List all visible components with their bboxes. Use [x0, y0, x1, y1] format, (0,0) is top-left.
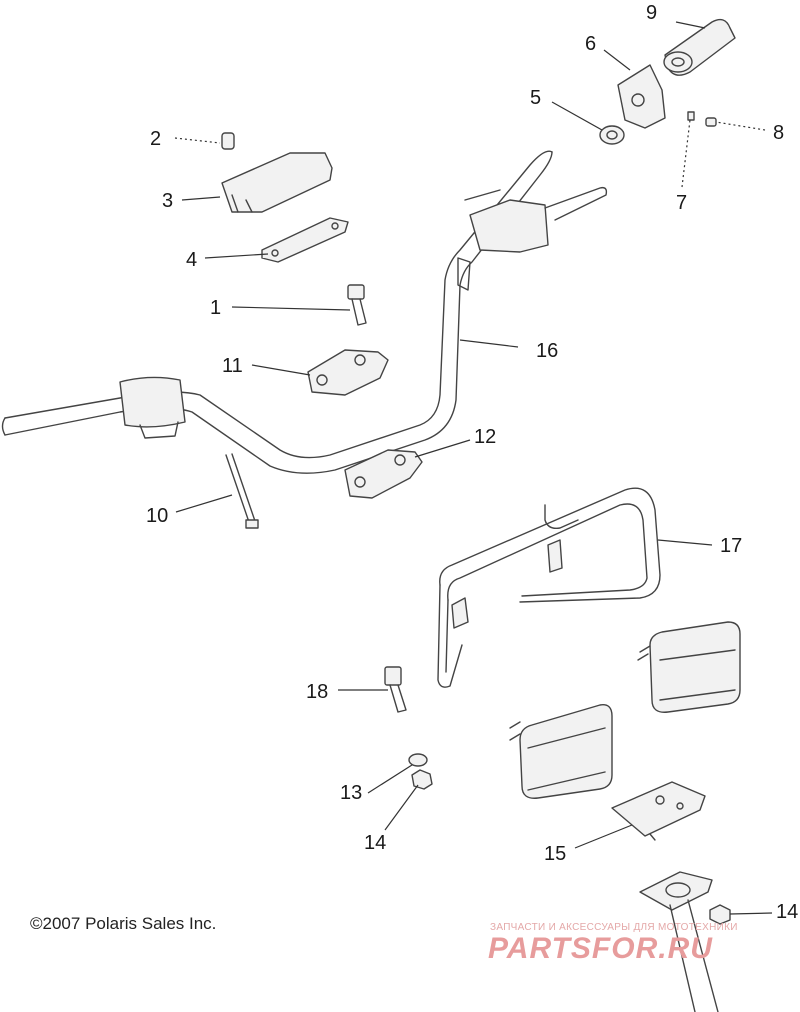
nut-part-14-lower: [709, 904, 731, 925]
nut-part-8: [705, 117, 717, 127]
washer-part-5: [599, 125, 625, 145]
watermark-brand: PARTSFOR.RU: [488, 932, 713, 965]
bolt-part-1: [347, 284, 367, 326]
callout-18: 18: [306, 681, 328, 703]
grip-part-9: [663, 18, 736, 76]
callout-14-lower: 14: [776, 901, 798, 923]
callout-16: 16: [536, 340, 558, 362]
lower-clamp: [344, 449, 423, 499]
callout-3: 3: [162, 190, 173, 212]
bolt-part-18: [384, 666, 407, 713]
headlight-right: [637, 621, 741, 713]
callout-2: 2: [150, 128, 161, 150]
nut-part-14: [411, 769, 433, 790]
light-bracket: [437, 487, 661, 688]
washer-part-13: [408, 753, 428, 767]
watermark-subtitle: ЗАПЧАСТИ И АКСЕССУАРЫ ДЛЯ МОТОТЕХНИКИ: [490, 922, 738, 933]
light-mount-plate: [611, 781, 706, 841]
callout-1: 1: [210, 297, 221, 319]
callout-13: 13: [340, 782, 362, 804]
callout-11: 11: [222, 355, 243, 377]
mounting-plate: [261, 217, 349, 263]
callout-5: 5: [530, 87, 541, 109]
pin-part-7: [687, 111, 695, 121]
screw-part-2: [221, 132, 235, 150]
upper-clamp: [307, 349, 389, 396]
callouts: 1 2 3 4 5 6 7 8 9 10 11 12 13 14 15 16 1…: [146, 2, 798, 923]
leader-lines: [174, 21, 773, 915]
callout-7: 7: [676, 192, 687, 214]
copyright-text: ©2007 Polaris Sales Inc.: [30, 914, 217, 933]
steering-post: [639, 871, 719, 1012]
long-bolt: [225, 453, 259, 529]
callout-17: 17: [720, 535, 742, 557]
handlebar-cover: [221, 152, 333, 213]
callout-4: 4: [186, 249, 197, 271]
callout-8: 8: [773, 122, 784, 144]
callout-12: 12: [474, 426, 496, 448]
callout-14: 14: [364, 832, 386, 854]
callout-6: 6: [585, 33, 596, 55]
grip-housing: [617, 64, 666, 129]
callout-9: 9: [646, 2, 657, 24]
headlight-left: [509, 704, 613, 799]
handlebar: [1, 150, 608, 474]
callout-10: 10: [146, 505, 168, 527]
callout-15: 15: [544, 843, 566, 865]
